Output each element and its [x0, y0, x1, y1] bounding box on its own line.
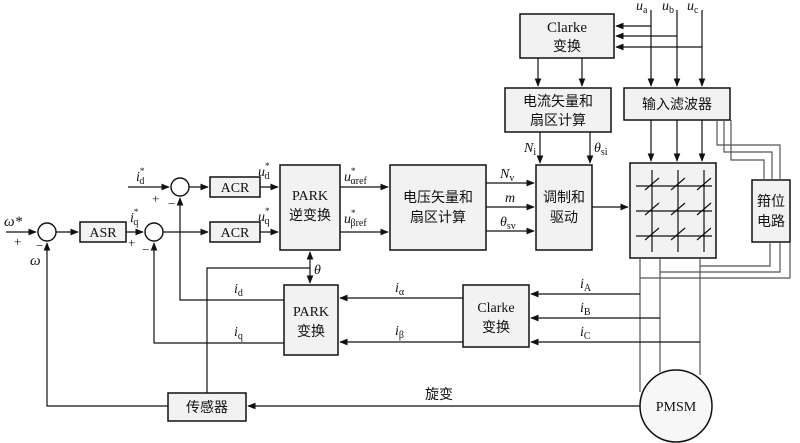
clamp-out-wire-3	[699, 242, 771, 267]
matrix-converter-block	[629, 162, 717, 259]
svg-text:ACR: ACR	[221, 226, 250, 241]
omega-ref-label: ω*	[4, 214, 23, 230]
iq-plus-sign: +	[128, 235, 135, 250]
omega-plus-sign: +	[14, 234, 21, 249]
svg-text:变换: 变换	[482, 319, 510, 336]
iq-minus-sign: −	[142, 242, 149, 257]
omega-label: ω	[30, 253, 41, 269]
ib-label: iB	[580, 301, 591, 318]
svg-text:扇区计算: 扇区计算	[530, 113, 586, 129]
theta-si-label: θsi	[594, 141, 608, 158]
svg-text:变换: 变换	[297, 323, 325, 340]
svg-text:ASR: ASR	[89, 226, 117, 241]
iq-label: iq	[234, 325, 243, 342]
m-label: m	[505, 191, 515, 206]
clamp-in-wire-3	[730, 120, 765, 180]
ia-label: iA	[580, 277, 592, 294]
clarke-bottom-block: Clarke 变换	[462, 284, 530, 348]
asr-block: ASR	[79, 221, 127, 243]
svg-text:传感器: 传感器	[186, 399, 228, 416]
svg-text:Clarke: Clarke	[547, 20, 587, 36]
ub-label: ub	[662, 0, 674, 16]
id-minus-sign: −	[168, 196, 175, 211]
acr-d-block: ACR	[209, 176, 261, 198]
park-inverse-block: PARK 逆变换	[279, 164, 341, 251]
svg-text:Clarke: Clarke	[477, 301, 514, 316]
svg-text:ACR: ACR	[221, 181, 250, 196]
uc-label: uc	[687, 0, 699, 16]
nv-label: Nv	[499, 167, 514, 184]
omega-minus-sign: −	[36, 238, 43, 253]
signal-labels: ua ub uc ω* ω i*d i*q u*d u*q u*αref u*β…	[4, 0, 699, 403]
ic-label: iC	[580, 325, 591, 342]
current-vector-sector-block: 电流矢量和 扇区计算	[504, 87, 612, 133]
ua-label: ua	[636, 0, 648, 16]
id-plus-sign: +	[152, 191, 159, 206]
svg-text:PMSM: PMSM	[656, 400, 697, 415]
ialpha-label: iα	[395, 281, 405, 298]
omega-feedback-wire	[43, 242, 168, 407]
uq-ref-label: u*q	[258, 206, 270, 227]
ubeta-ref-label: u*βref	[344, 208, 367, 229]
pmsm-motor: PMSM	[639, 369, 713, 443]
svg-text:PARK: PARK	[292, 189, 328, 204]
clamp-out-wire-1	[639, 242, 791, 279]
svg-text:电路: 电路	[757, 214, 785, 230]
park-transform-block: PARK 变换	[283, 284, 339, 356]
ibeta-label: iβ	[395, 324, 404, 341]
clarke-top-block: Clarke 变换	[519, 13, 615, 59]
svg-text:调制和: 调制和	[543, 190, 585, 206]
theta-sv-label: θsv	[500, 215, 516, 232]
ud-ref-label: u*d	[258, 161, 270, 182]
ualpha-ref-label: u*αref	[344, 166, 368, 187]
svg-text:逆变换: 逆变换	[289, 207, 331, 224]
svg-text:箝位: 箝位	[757, 194, 785, 210]
ni-label: Ni	[523, 141, 536, 158]
svg-text:驱动: 驱动	[550, 210, 578, 226]
input-filter-block: 输入滤波器	[623, 87, 731, 121]
modulation-driver-block: 调制和 驱动	[535, 164, 593, 251]
id-feedback-wire	[176, 197, 284, 301]
clamp-out-wire-2	[659, 242, 781, 273]
theta-line-wire	[206, 267, 310, 393]
sign-markers: + − + − + −	[14, 191, 175, 257]
svg-text:变换: 变换	[553, 38, 581, 55]
theta-label: θ	[314, 263, 321, 278]
svg-text:电流矢量和: 电流矢量和	[523, 94, 593, 110]
q-axis-summing-junction	[144, 222, 164, 242]
svg-text:扇区计算: 扇区计算	[410, 210, 466, 226]
resolver-label: 旋变	[425, 387, 453, 403]
iq-feedback-wire	[150, 242, 284, 344]
id-ref-label: i*d	[136, 166, 145, 187]
sensor-block: 传感器	[167, 392, 247, 422]
svg-text:输入滤波器: 输入滤波器	[642, 97, 712, 113]
clamp-in-wire-2	[723, 120, 773, 180]
acr-q-block: ACR	[209, 221, 261, 243]
clamp-in-wire-1	[716, 120, 781, 180]
iq-ref-label: i*q	[130, 207, 139, 228]
svg-text:电压矢量和: 电压矢量和	[403, 190, 473, 206]
id-label: id	[234, 282, 243, 299]
d-axis-summing-junction	[170, 177, 190, 197]
voltage-vector-sector-block: 电压矢量和 扇区计算	[389, 164, 487, 251]
clamp-circuit-block: 箝位 电路	[751, 179, 791, 243]
svg-text:PARK: PARK	[293, 305, 329, 320]
